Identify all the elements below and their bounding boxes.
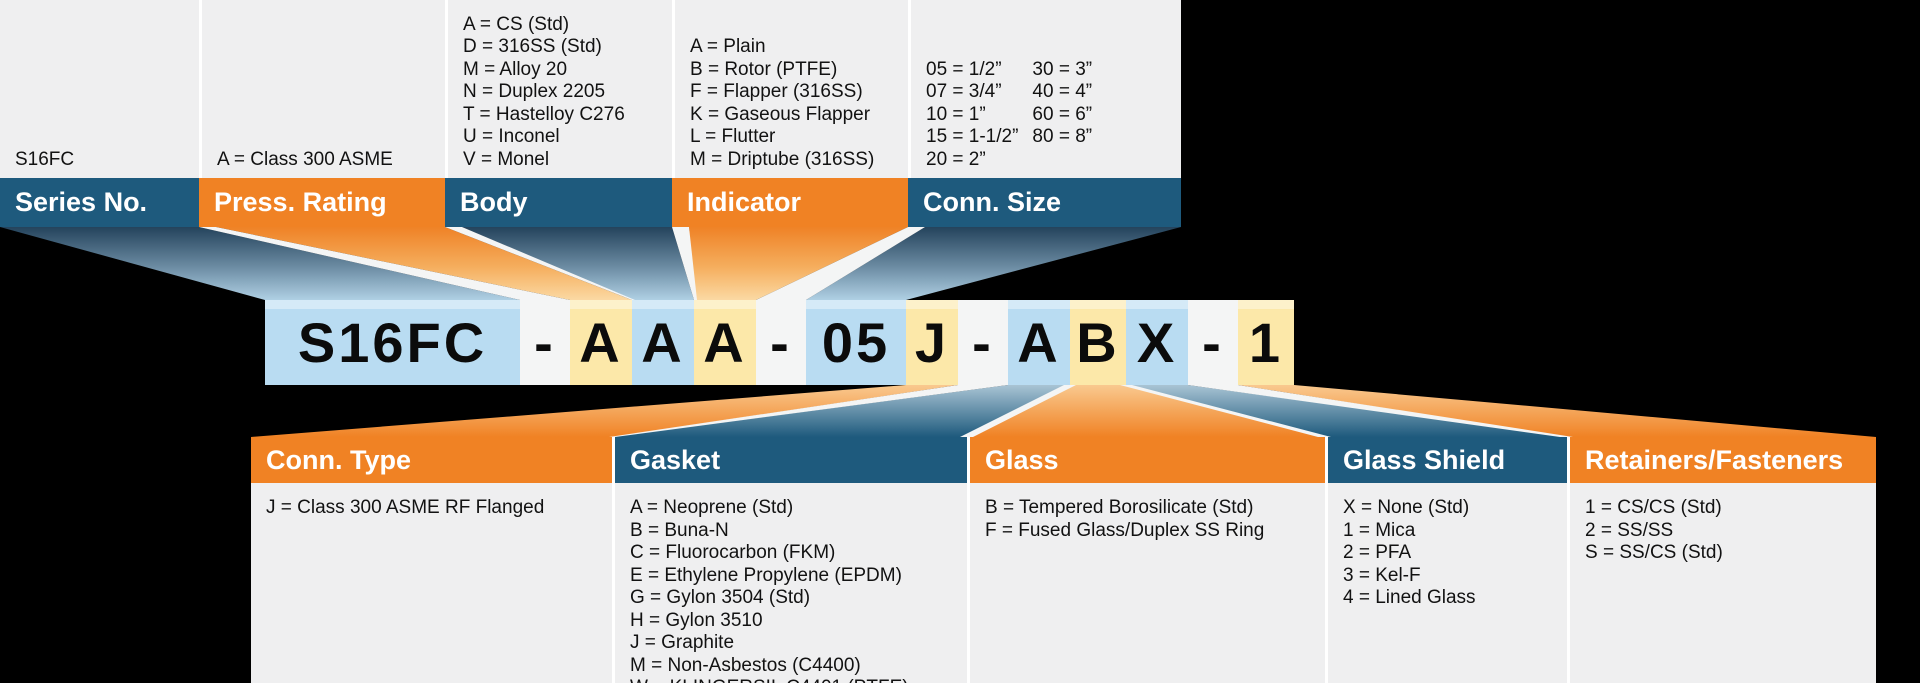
part-number-segment: S16FC <box>265 300 520 385</box>
option-item: 30 = 3” <box>1032 58 1093 80</box>
conn-size-subcolumn-2: 30 = 3”40 = 4”60 = 6”80 = 8” <box>1032 59 1092 149</box>
part-number-segment: A <box>570 300 632 385</box>
option-item: L = Flutter <box>690 126 776 147</box>
option-item: H = Gylon 3510 <box>630 609 763 631</box>
option-item: B = Rotor (PTFE) <box>690 58 838 80</box>
option-item: T = Hastelloy C276 <box>463 103 625 125</box>
part-number-segment: A <box>1008 300 1070 385</box>
conn-size-subcolumns: 05 = 1/2”07 = 3/4”10 = 1”15 = 1-1/2”20 =… <box>926 59 1177 172</box>
option-item: S16FC <box>15 148 75 170</box>
option-item: A = CS (Std) <box>463 13 570 35</box>
option-item: 2 = PFA <box>1343 542 1412 563</box>
option-item: 10 = 1” <box>926 103 986 125</box>
option-item: W = KLINGERSIL C4401 (PTFE) <box>630 677 963 683</box>
option-item: G = Gylon 3504 (Std) <box>630 587 811 608</box>
bottom-funnels <box>0 385 1920 437</box>
option-item: M = Driptube (316SS) <box>690 148 875 170</box>
option-item: F = Flapper (316SS) <box>690 81 863 102</box>
option-item: 20 = 2” <box>926 148 986 170</box>
option-item: B = Buna-N <box>630 519 729 541</box>
option-item: E = Ethylene Propylene (EPDM) <box>630 564 902 586</box>
option-item: K = Gaseous Flapper <box>690 103 871 125</box>
option-item: X = None (Std) <box>1343 497 1470 518</box>
header-conn-type: Conn. Type <box>251 437 612 483</box>
header-conn-size: Conn. Size <box>908 178 1181 227</box>
header-gasket: Gasket <box>612 437 967 483</box>
part-number-segment: J <box>906 300 958 385</box>
part-number-segment: 05 <box>806 300 906 385</box>
option-item: 1 = Mica <box>1343 519 1416 541</box>
option-item: 80 = 8” <box>1032 126 1093 147</box>
conn-size-options-column: 05 = 1/2”07 = 3/4”10 = 1”15 = 1-1/2”20 =… <box>908 0 1181 178</box>
part-number-segment: B <box>1070 300 1126 385</box>
series-no-options-column: S16FC <box>0 0 199 178</box>
option-item: 07 = 3/4” <box>926 81 1002 102</box>
option-item: S = SS/CS (Std) <box>1585 542 1723 563</box>
glass-options-column: B = Tempered Borosilicate (Std)F = Fused… <box>967 483 1325 683</box>
part-number-segment: 1 <box>1238 300 1294 385</box>
option-item: V = Monel <box>463 148 550 170</box>
option-item: 1 = CS/CS (Std) <box>1585 497 1722 518</box>
option-item: N = Duplex 2205 <box>463 81 606 102</box>
part-number-segment: - <box>756 300 806 385</box>
header-glass-shield: Glass Shield <box>1325 437 1567 483</box>
option-item: J = Graphite <box>630 632 735 653</box>
option-item: 40 = 4” <box>1032 81 1093 102</box>
header-indicator: Indicator <box>672 178 908 227</box>
part-number-segment: - <box>1188 300 1238 385</box>
part-number-segment: A <box>632 300 694 385</box>
part-number-segment: X <box>1126 300 1188 385</box>
option-item: M = Non-Asbestos (C4400) <box>630 654 861 676</box>
option-item: 60 = 6” <box>1032 103 1093 125</box>
header-retainers-fasteners: Retainers/Fasteners <box>1567 437 1876 483</box>
option-item: B = Tempered Borosilicate (Std) <box>985 497 1254 518</box>
option-item: M = Alloy 20 <box>463 58 568 80</box>
option-item: 15 = 1-1/2” <box>926 126 1019 147</box>
option-item: A = Neoprene (Std) <box>630 497 794 518</box>
option-item: 3 = Kel-F <box>1343 564 1421 586</box>
press-rating-options-column: A = Class 300 ASME <box>199 0 445 178</box>
option-item: D = 316SS (Std) <box>463 36 602 57</box>
top-header-band: Series No. Press. Rating Body Indicator … <box>0 178 1181 227</box>
top-options-panel: S16FC A = Class 300 ASME A = CS (Std)D =… <box>0 0 1181 178</box>
conn-size-subcolumn-1: 05 = 1/2”07 = 3/4”10 = 1”15 = 1-1/2”20 =… <box>926 59 1018 172</box>
option-item: A = Class 300 ASME <box>217 148 393 170</box>
option-item: C = Fluorocarbon (FKM) <box>630 542 836 563</box>
top-funnels <box>0 227 1920 300</box>
part-number-segment: - <box>958 300 1008 385</box>
option-item: A = Plain <box>690 36 766 57</box>
option-item: 05 = 1/2” <box>926 58 1002 80</box>
conn-type-options-column: J = Class 300 ASME RF Flanged <box>251 483 612 683</box>
option-item: 4 = Lined Glass <box>1343 587 1476 608</box>
option-item: 2 = SS/SS <box>1585 519 1674 541</box>
bottom-header-band: Conn. Type Gasket Glass Glass Shield Ret… <box>251 437 1876 483</box>
option-item: F = Fused Glass/Duplex SS Ring <box>985 519 1265 541</box>
part-number-segment: A <box>694 300 756 385</box>
header-series-no: Series No. <box>0 178 199 227</box>
part-number-segment: - <box>520 300 570 385</box>
bottom-options-panel: J = Class 300 ASME RF Flanged A = Neopre… <box>251 483 1876 683</box>
option-item: J = Class 300 ASME RF Flanged <box>266 497 545 518</box>
header-glass: Glass <box>967 437 1325 483</box>
header-body: Body <box>445 178 672 227</box>
header-press-rating: Press. Rating <box>199 178 445 227</box>
option-item: U = Inconel <box>463 126 560 147</box>
